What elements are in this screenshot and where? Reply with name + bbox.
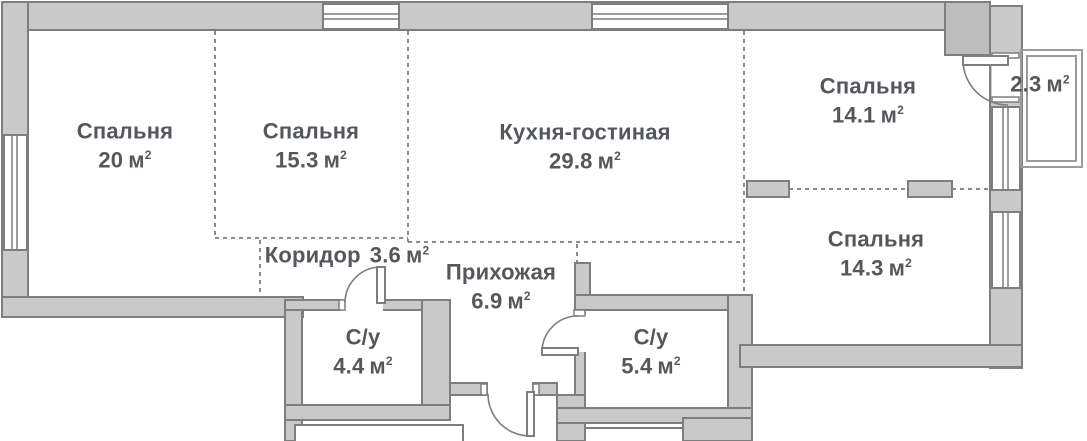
window (322, 3, 400, 30)
window (3, 134, 28, 251)
windows (3, 3, 1021, 289)
bath54-top-wall (574, 294, 753, 311)
door-leaf (541, 347, 579, 356)
room-name: Спальня (76, 118, 174, 144)
below-bath54-block (682, 417, 753, 441)
window (591, 3, 729, 30)
door-jamb (573, 309, 586, 317)
room-name: Спальня (819, 73, 917, 99)
doors (338, 52, 1021, 437)
door-jamb (338, 299, 346, 311)
dashed-partitions (214, 31, 990, 297)
corner-column (944, 1, 991, 56)
bath44-right-wall (421, 299, 451, 421)
door-leaf (526, 391, 535, 437)
door-swing-arc (962, 59, 1009, 106)
room-name: Кухня-гостиная (499, 119, 671, 145)
room-name: Спальня (827, 226, 925, 252)
lower-shell-left (294, 424, 464, 441)
walls (1, 1, 1023, 441)
door-leaf (376, 266, 386, 304)
room-name: Спальня (262, 118, 360, 144)
balcony-outline (1020, 49, 1083, 168)
partition-block (746, 180, 790, 198)
partition-block (907, 180, 953, 198)
room-name: Прихожая (445, 259, 557, 285)
window (991, 106, 1021, 191)
door-leaf (962, 55, 1009, 66)
bath44-bottom-wall (284, 404, 451, 421)
top-wall (1, 1, 991, 31)
bedroom143-bottom-wall (739, 344, 1023, 368)
lower-shell-right (584, 427, 684, 441)
door-swing-arc (344, 266, 382, 304)
room-name: С/у (345, 324, 381, 350)
room-name: Коридор (264, 242, 361, 268)
door-jamb (991, 96, 1020, 103)
bedroom20-bottom-wall (1, 296, 304, 318)
door-swing-arc (487, 393, 531, 437)
door-swing-arc (541, 315, 579, 353)
room-name: С/у (633, 324, 669, 350)
door-jamb (532, 383, 540, 396)
door-jamb (480, 383, 488, 396)
window (991, 211, 1021, 289)
